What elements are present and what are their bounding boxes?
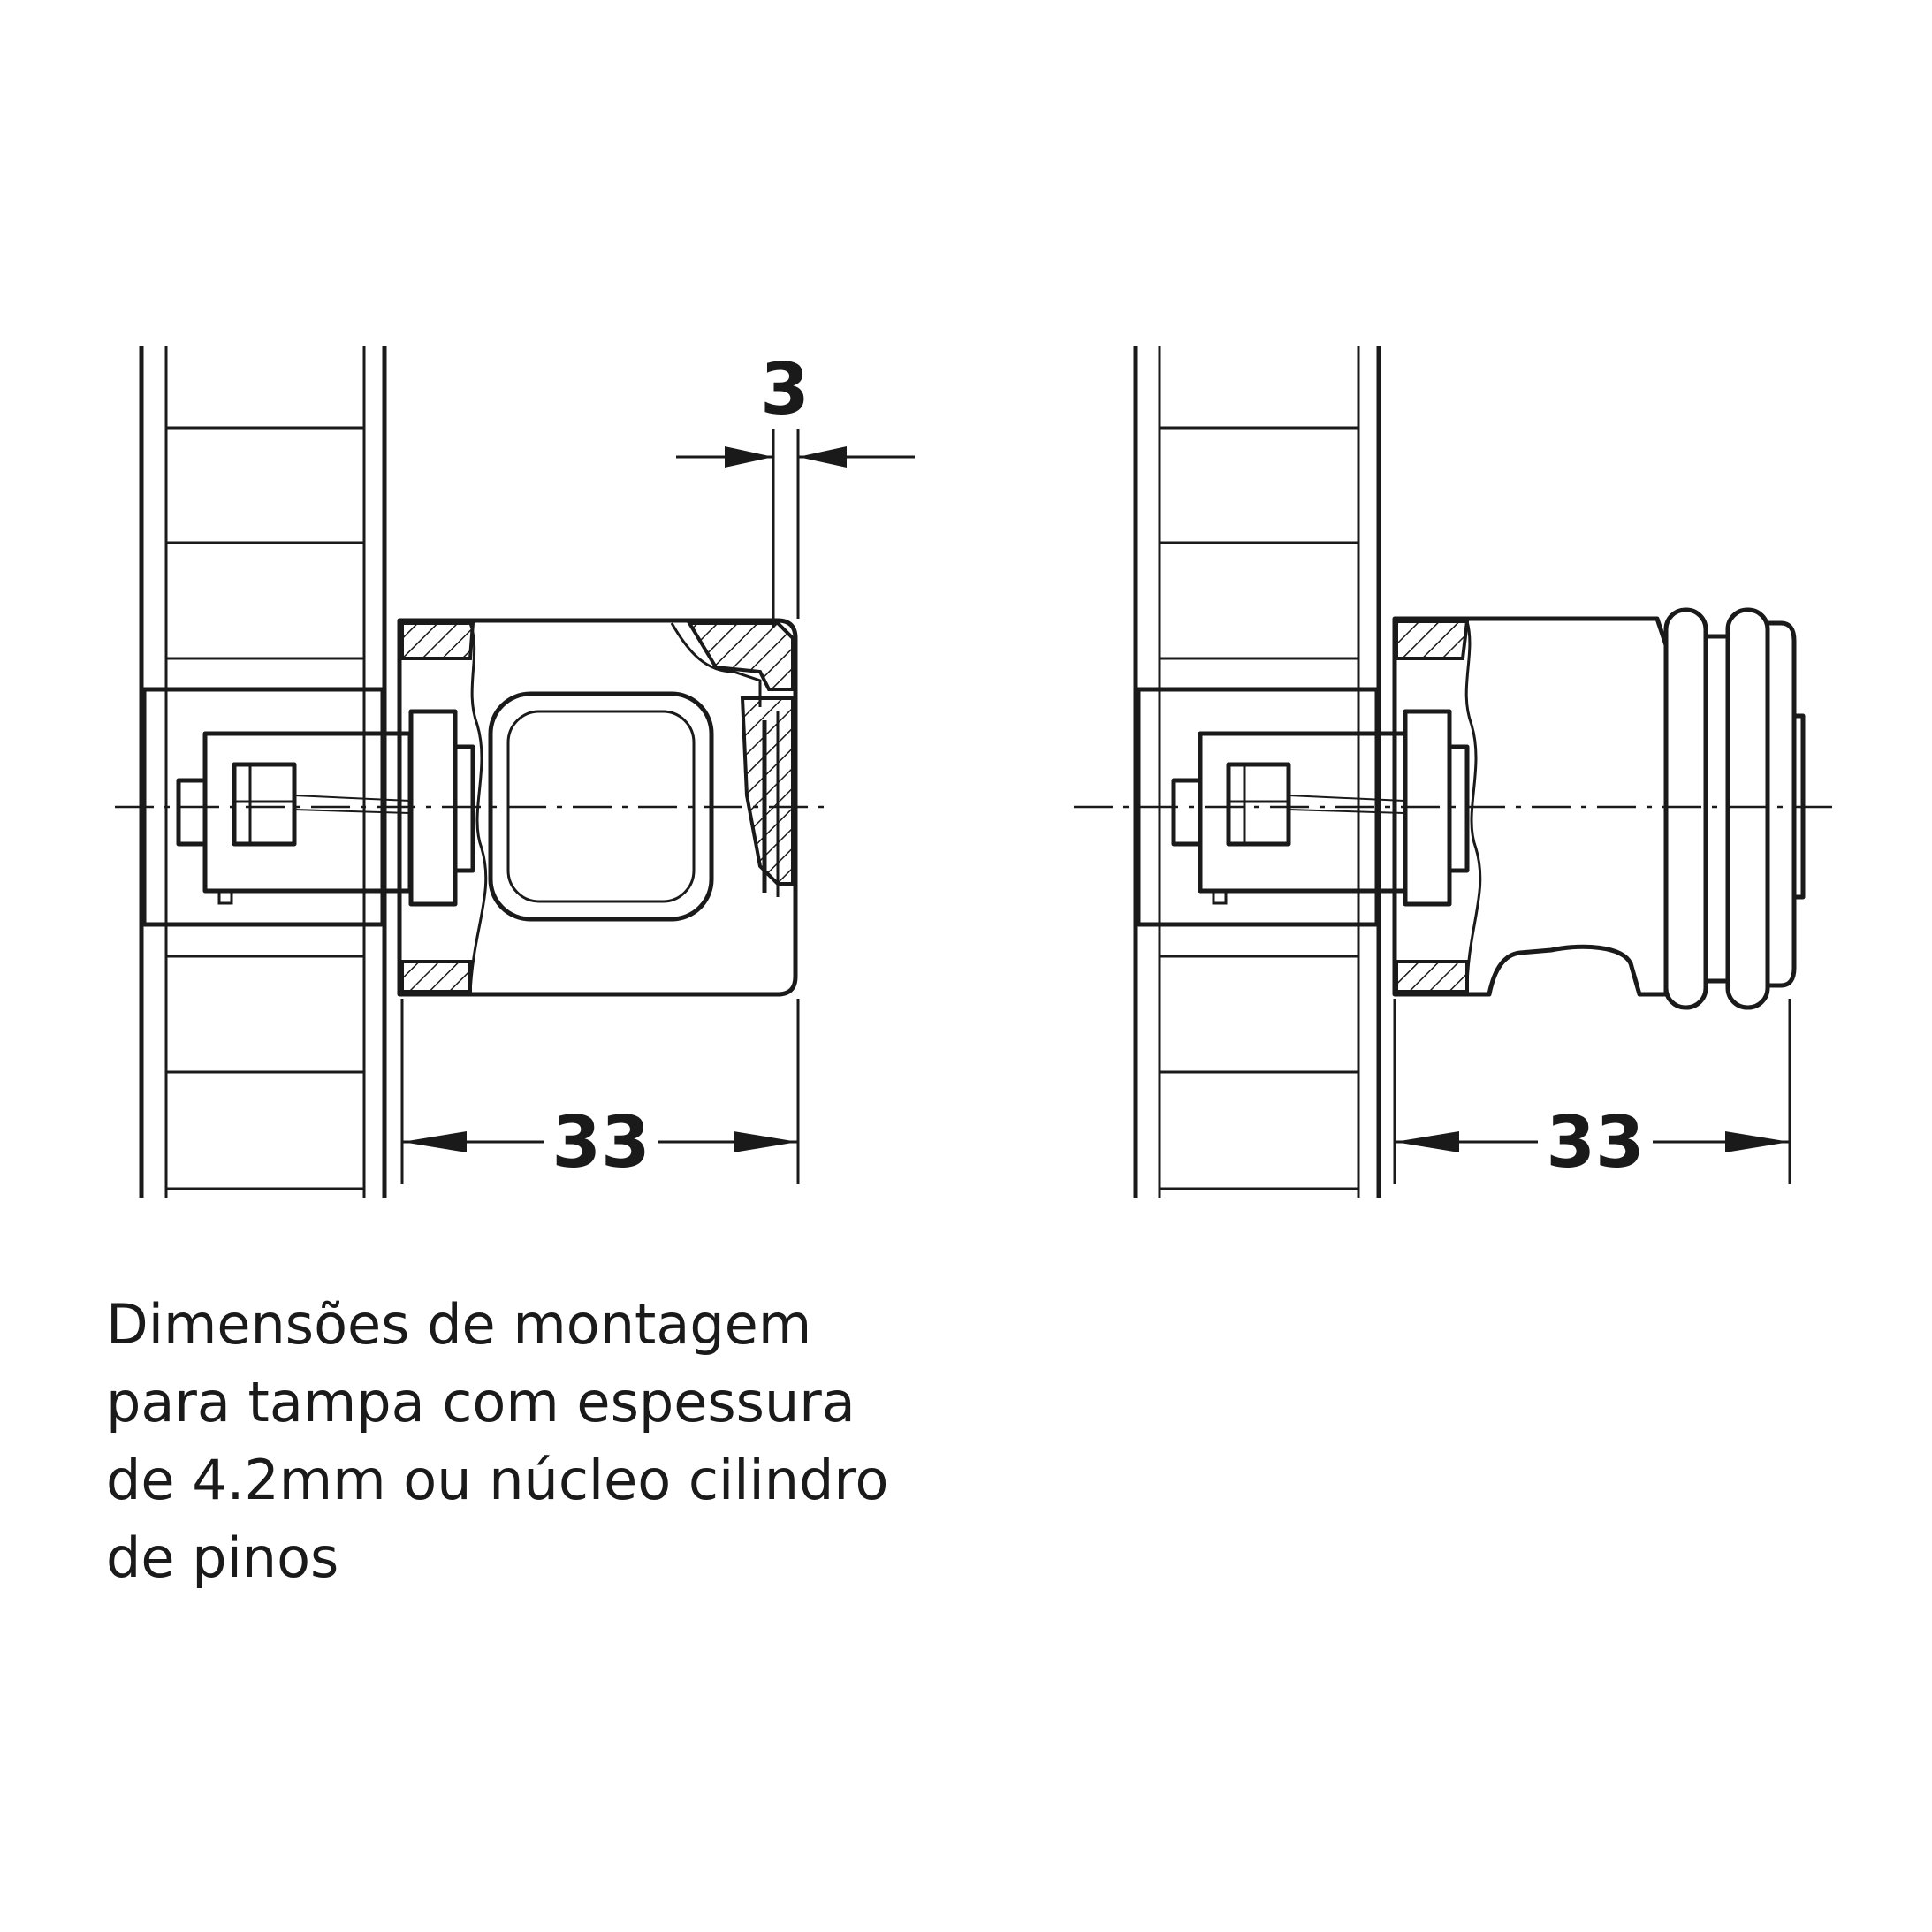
left-length-dimension: 33: [400, 999, 800, 1184]
left-view-lock-cylinder: 3 33: [115, 346, 915, 1198]
right-length-dimension: 33: [1393, 999, 1791, 1184]
right-view-lock-cylinder: 33: [1074, 346, 1834, 1198]
left-panel-section: [139, 346, 387, 1198]
left-length-dimension-label: 33: [551, 1101, 650, 1183]
right-length-dimension-label: 33: [1546, 1101, 1644, 1183]
caption-line-4: de pinos: [106, 1525, 339, 1590]
caption: Dimensões de montagem para tampa com esp…: [106, 1286, 990, 1597]
right-cylinder-housing: [1392, 607, 1806, 1010]
left-cylinder-housing: [397, 618, 798, 997]
right-panel-section: [1133, 346, 1381, 1198]
right-cam-and-screw: [1171, 709, 1470, 907]
caption-line-1: Dimensões de montagem: [106, 1292, 812, 1357]
left-gap-dimension: 3: [676, 348, 915, 628]
caption-line-3: de 4.2mm ou núcleo cilindro: [106, 1448, 889, 1512]
caption-line-2: para tampa com espessura: [106, 1370, 856, 1434]
left-gap-dimension-label: 3: [760, 348, 810, 430]
